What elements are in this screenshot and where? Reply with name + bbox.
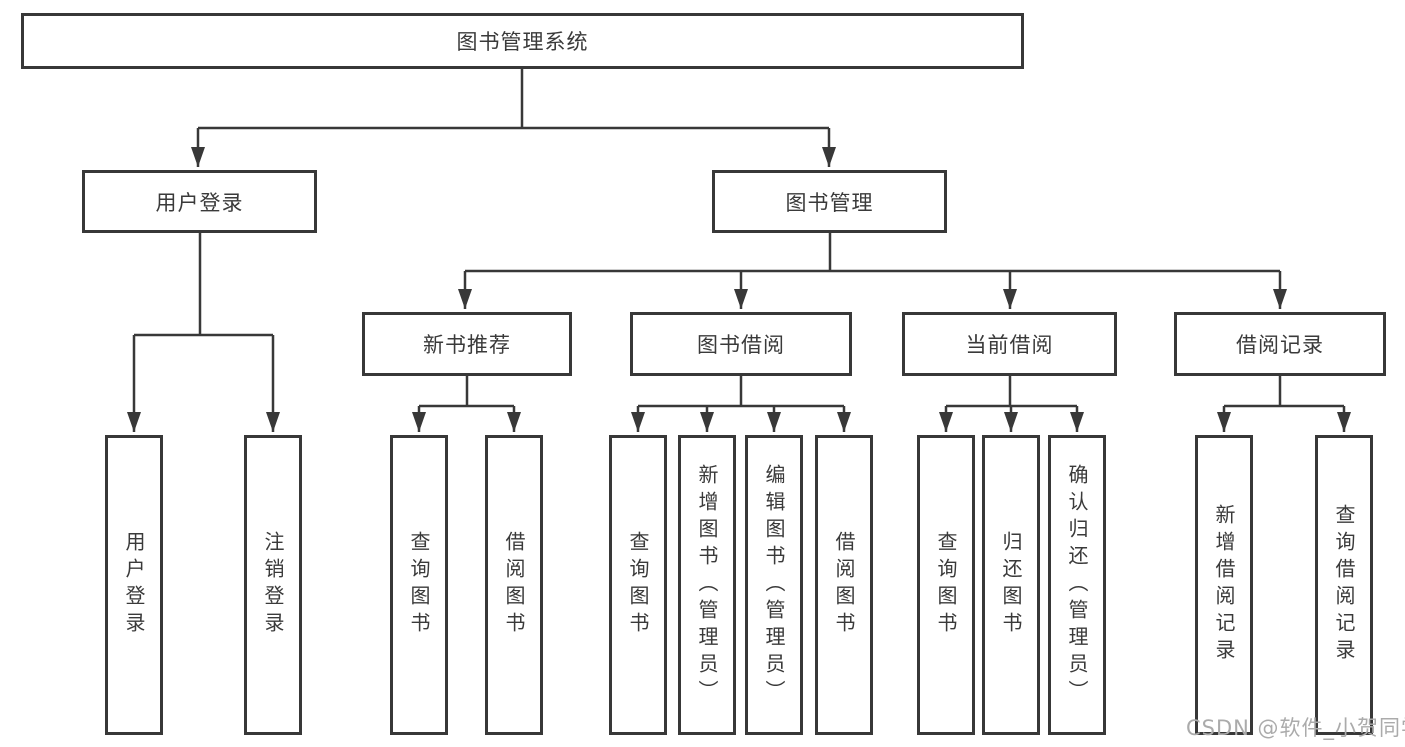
node-label: 查询借阅记录 xyxy=(1332,504,1356,666)
node-edit-book-admin: 编辑图书（管理员） xyxy=(745,435,803,735)
node-label: 用户登录 xyxy=(122,531,146,639)
node-borrow-book-recommend: 借阅图书 xyxy=(485,435,543,735)
node-label: 当前借阅 xyxy=(965,333,1054,357)
node-label: 新增图书（管理员） xyxy=(695,463,719,707)
node-return-book: 归还图书 xyxy=(982,435,1040,735)
connector-root-to-level2 xyxy=(191,69,836,167)
node-confirm-return-admin: 确认归还（管理员） xyxy=(1048,435,1106,735)
node-label: 确认归还（管理员） xyxy=(1065,463,1089,707)
node-search-book-current: 查询图书 xyxy=(917,435,975,735)
node-user-login-leaf: 用户登录 xyxy=(105,435,163,735)
node-borrow-book: 借阅图书 xyxy=(815,435,873,735)
node-label: 借阅图书 xyxy=(832,531,856,639)
node-label: 借阅图书 xyxy=(502,531,526,639)
node-label: 图书管理 xyxy=(785,190,874,215)
node-library-management-system: 图书管理系统 xyxy=(21,13,1024,69)
node-label: 查询图书 xyxy=(626,531,650,639)
node-label: 查询图书 xyxy=(407,531,431,639)
node-label: 借阅记录 xyxy=(1236,333,1324,357)
node-book-borrow: 图书借阅 xyxy=(630,312,852,376)
node-new-book-recommend: 新书推荐 xyxy=(362,312,572,376)
node-label: 查询图书 xyxy=(934,531,958,639)
connector-borrow-records-children xyxy=(1217,376,1351,432)
node-label: 图书管理系统 xyxy=(456,30,589,54)
node-borrow-records: 借阅记录 xyxy=(1174,312,1386,376)
node-book-management: 图书管理 xyxy=(712,170,947,233)
connector-new-book-recommend-children xyxy=(412,376,521,432)
connector-book-borrow-children xyxy=(631,376,851,432)
node-add-book-admin: 新增图书（管理员） xyxy=(678,435,736,735)
connector-current-borrow-children xyxy=(939,376,1084,432)
node-label: 图书借阅 xyxy=(697,333,785,357)
node-label: 归还图书 xyxy=(999,531,1023,639)
node-search-borrow-record: 查询借阅记录 xyxy=(1315,435,1373,735)
node-user-login: 用户登录 xyxy=(82,170,317,233)
node-add-borrow-record: 新增借阅记录 xyxy=(1195,435,1253,735)
node-label: 新增借阅记录 xyxy=(1212,504,1236,666)
node-search-book-recommend: 查询图书 xyxy=(390,435,448,735)
csdn-watermark: CSDN @软件_小贺同学 xyxy=(1186,716,1405,740)
node-label: 用户登录 xyxy=(155,190,244,215)
connector-book-management-children xyxy=(458,233,1287,309)
node-current-borrow: 当前借阅 xyxy=(902,312,1117,376)
node-logout-leaf: 注销登录 xyxy=(244,435,302,735)
node-search-book-borrow: 查询图书 xyxy=(609,435,667,735)
node-label: 新书推荐 xyxy=(423,333,511,357)
node-label: 注销登录 xyxy=(261,531,285,639)
node-label: 编辑图书（管理员） xyxy=(762,463,786,707)
connector-user-login-children xyxy=(127,233,280,432)
